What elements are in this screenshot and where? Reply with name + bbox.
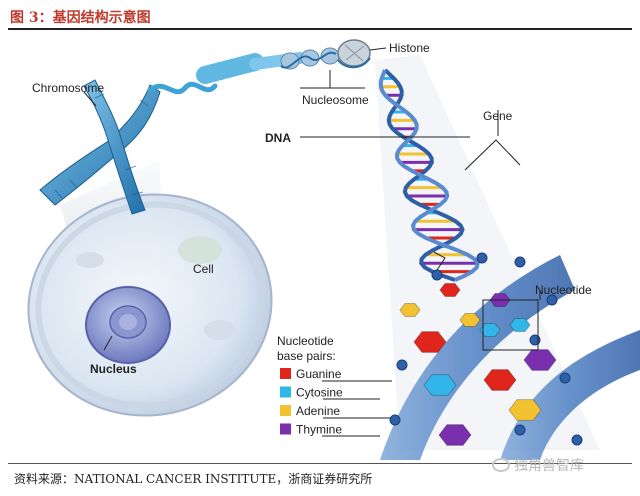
legend-label: Guanine xyxy=(296,367,342,381)
phosphate-beads xyxy=(389,252,583,446)
legend-item: Adenine xyxy=(280,404,340,418)
legend-item: Thymine xyxy=(280,423,342,437)
watermark-text: 独角兽智库 xyxy=(514,458,584,474)
dna-helix xyxy=(378,68,480,282)
chromatin-coil xyxy=(147,52,306,95)
nucleosome-label: Nucleosome xyxy=(302,93,369,107)
legend-title-line2: base pairs: xyxy=(277,349,336,363)
source-note: 资料来源：NATIONAL CANCER INSTITUTE，浙商证券研究所 xyxy=(14,472,373,486)
wechat-logo-icon xyxy=(492,458,510,472)
chromosome-label: Chromosome xyxy=(32,81,104,95)
gene-label: Gene xyxy=(483,109,513,123)
legend-item: Guanine xyxy=(280,367,342,381)
title-rule xyxy=(8,28,632,30)
base-hexagon xyxy=(399,303,421,317)
base-hexagon xyxy=(479,323,501,337)
base-hexagon xyxy=(509,318,531,332)
base-hexagon xyxy=(413,331,447,353)
histone-illustration xyxy=(337,39,371,69)
base-hexagon xyxy=(459,313,481,327)
leader-lines xyxy=(83,47,541,437)
cell-label: Cell xyxy=(193,262,214,276)
base-pair-legend: Nucleotide base pairs: GuanineCytosineAd… xyxy=(277,334,343,437)
legend-label: Cytosine xyxy=(296,386,343,400)
nucleus-illustration xyxy=(85,286,171,364)
legend-swatch xyxy=(280,368,291,379)
source-rule xyxy=(8,463,632,464)
nucleosome-beads xyxy=(280,47,340,70)
nucleus-label: Nucleus xyxy=(90,362,137,376)
histone-label: Histone xyxy=(389,41,430,55)
nucleotide-label: Nucleotide xyxy=(535,283,592,297)
base-hexagon xyxy=(483,369,517,391)
legend-item: Cytosine xyxy=(280,386,343,400)
base-hexagon xyxy=(523,349,557,371)
legend-label: Adenine xyxy=(296,404,340,418)
legend-swatch xyxy=(280,386,291,398)
base-hexagon xyxy=(439,283,461,297)
base-hexagon xyxy=(423,374,457,396)
base-hexagon xyxy=(508,399,542,421)
chromosome-illustration xyxy=(39,79,161,215)
base-pair-hexagons xyxy=(399,283,557,446)
watermark: 独角兽智库 xyxy=(492,455,584,475)
legend-swatch xyxy=(280,405,291,416)
legend-swatch xyxy=(280,423,291,435)
gene-structure-diagram: Chromosome Histone Nucleosome DNA Gene C… xyxy=(27,39,640,460)
nucleotide-magnified-strand xyxy=(380,255,640,460)
base-hexagon xyxy=(438,424,472,446)
figure-title: 图 3：基因结构示意图 xyxy=(10,10,151,26)
helix-strand xyxy=(378,69,480,282)
dna-label: DNA xyxy=(265,131,291,145)
legend-label: Thymine xyxy=(296,423,342,437)
legend-title-line1: Nucleotide xyxy=(277,334,334,348)
